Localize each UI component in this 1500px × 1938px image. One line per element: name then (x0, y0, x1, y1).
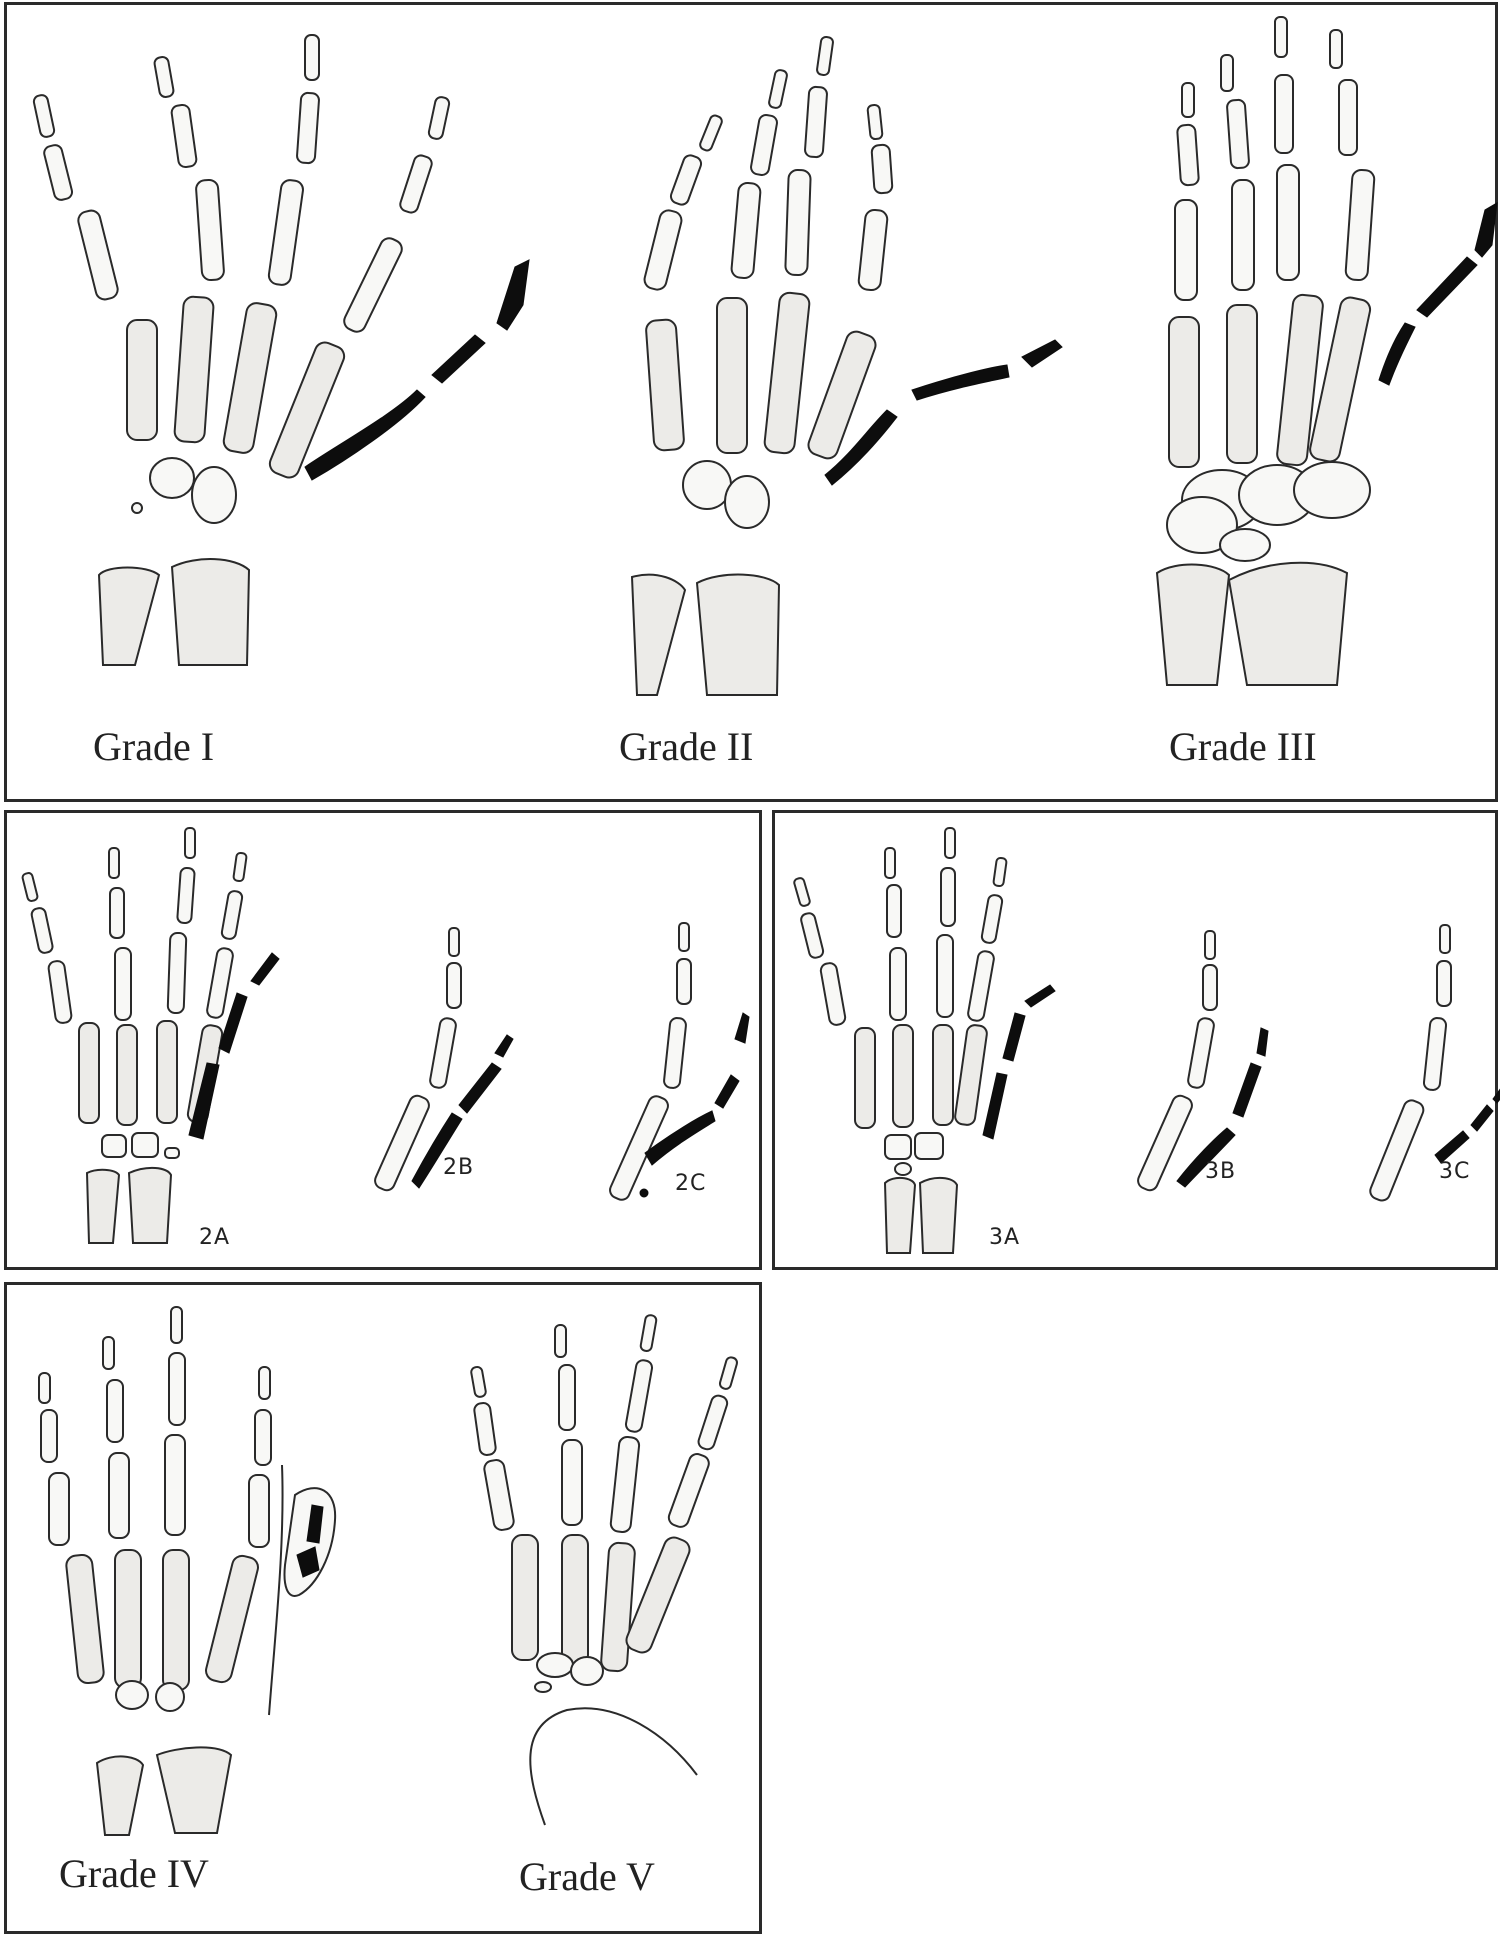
hand-2a (21, 827, 280, 1244)
hand-grade-5 (470, 1314, 738, 1826)
radius (170, 558, 251, 666)
label-2c: 2C (675, 1171, 707, 1196)
label-grade-5: Grade V (519, 1854, 655, 1899)
label-2b: 2B (443, 1155, 475, 1180)
finger-little (268, 96, 451, 479)
panel-grade-3-subtypes: 3A 3B 3C (772, 810, 1500, 1270)
hand-grade-2 (630, 35, 1063, 696)
label-grade-3: Grade III (1169, 724, 1317, 769)
hand-grade-3 (1155, 16, 1498, 686)
label-grade-2: Grade II (619, 724, 754, 769)
thumb-distal-phalanx (496, 259, 530, 331)
carpal (149, 457, 195, 499)
hand-3a (793, 827, 1056, 1254)
panel-grades-4-5: Grade IV Grade V (4, 1282, 762, 1934)
finger-ring (222, 34, 320, 454)
thumb-metacarpal (304, 389, 426, 481)
thumb-proximal-phalanx (431, 334, 486, 384)
label-3c: 3C (1439, 1159, 1471, 1184)
hand-2b (374, 927, 514, 1192)
carpal (191, 466, 237, 524)
hand-3b (1137, 930, 1269, 1192)
finger-middle (153, 56, 225, 444)
ulna (97, 566, 161, 666)
hand-3c (1369, 924, 1500, 1202)
panel-grade-2-subtypes: 2A 2B 2C (4, 810, 762, 1270)
label-grade-1: Grade I (93, 724, 215, 769)
label-3b: 3B (1205, 1159, 1237, 1184)
panel-grades-1-3: Grade I Grade II Grade III (4, 2, 1498, 802)
finger-index (32, 94, 158, 441)
grades-1-3-illustration (32, 16, 1498, 696)
label-grade-4: Grade IV (59, 1851, 209, 1896)
carpal-small (131, 502, 143, 514)
label-3a: 3A (989, 1225, 1021, 1250)
grade-2-subtypes-illustration (21, 827, 750, 1244)
grade-3-subtypes-illustration (793, 827, 1500, 1254)
hand-grade-4 (38, 1306, 337, 1836)
hand-2c (609, 922, 750, 1201)
hand-grade-1 (32, 34, 530, 666)
label-2a: 2A (199, 1225, 231, 1250)
grades-4-5-illustration (38, 1306, 738, 1836)
